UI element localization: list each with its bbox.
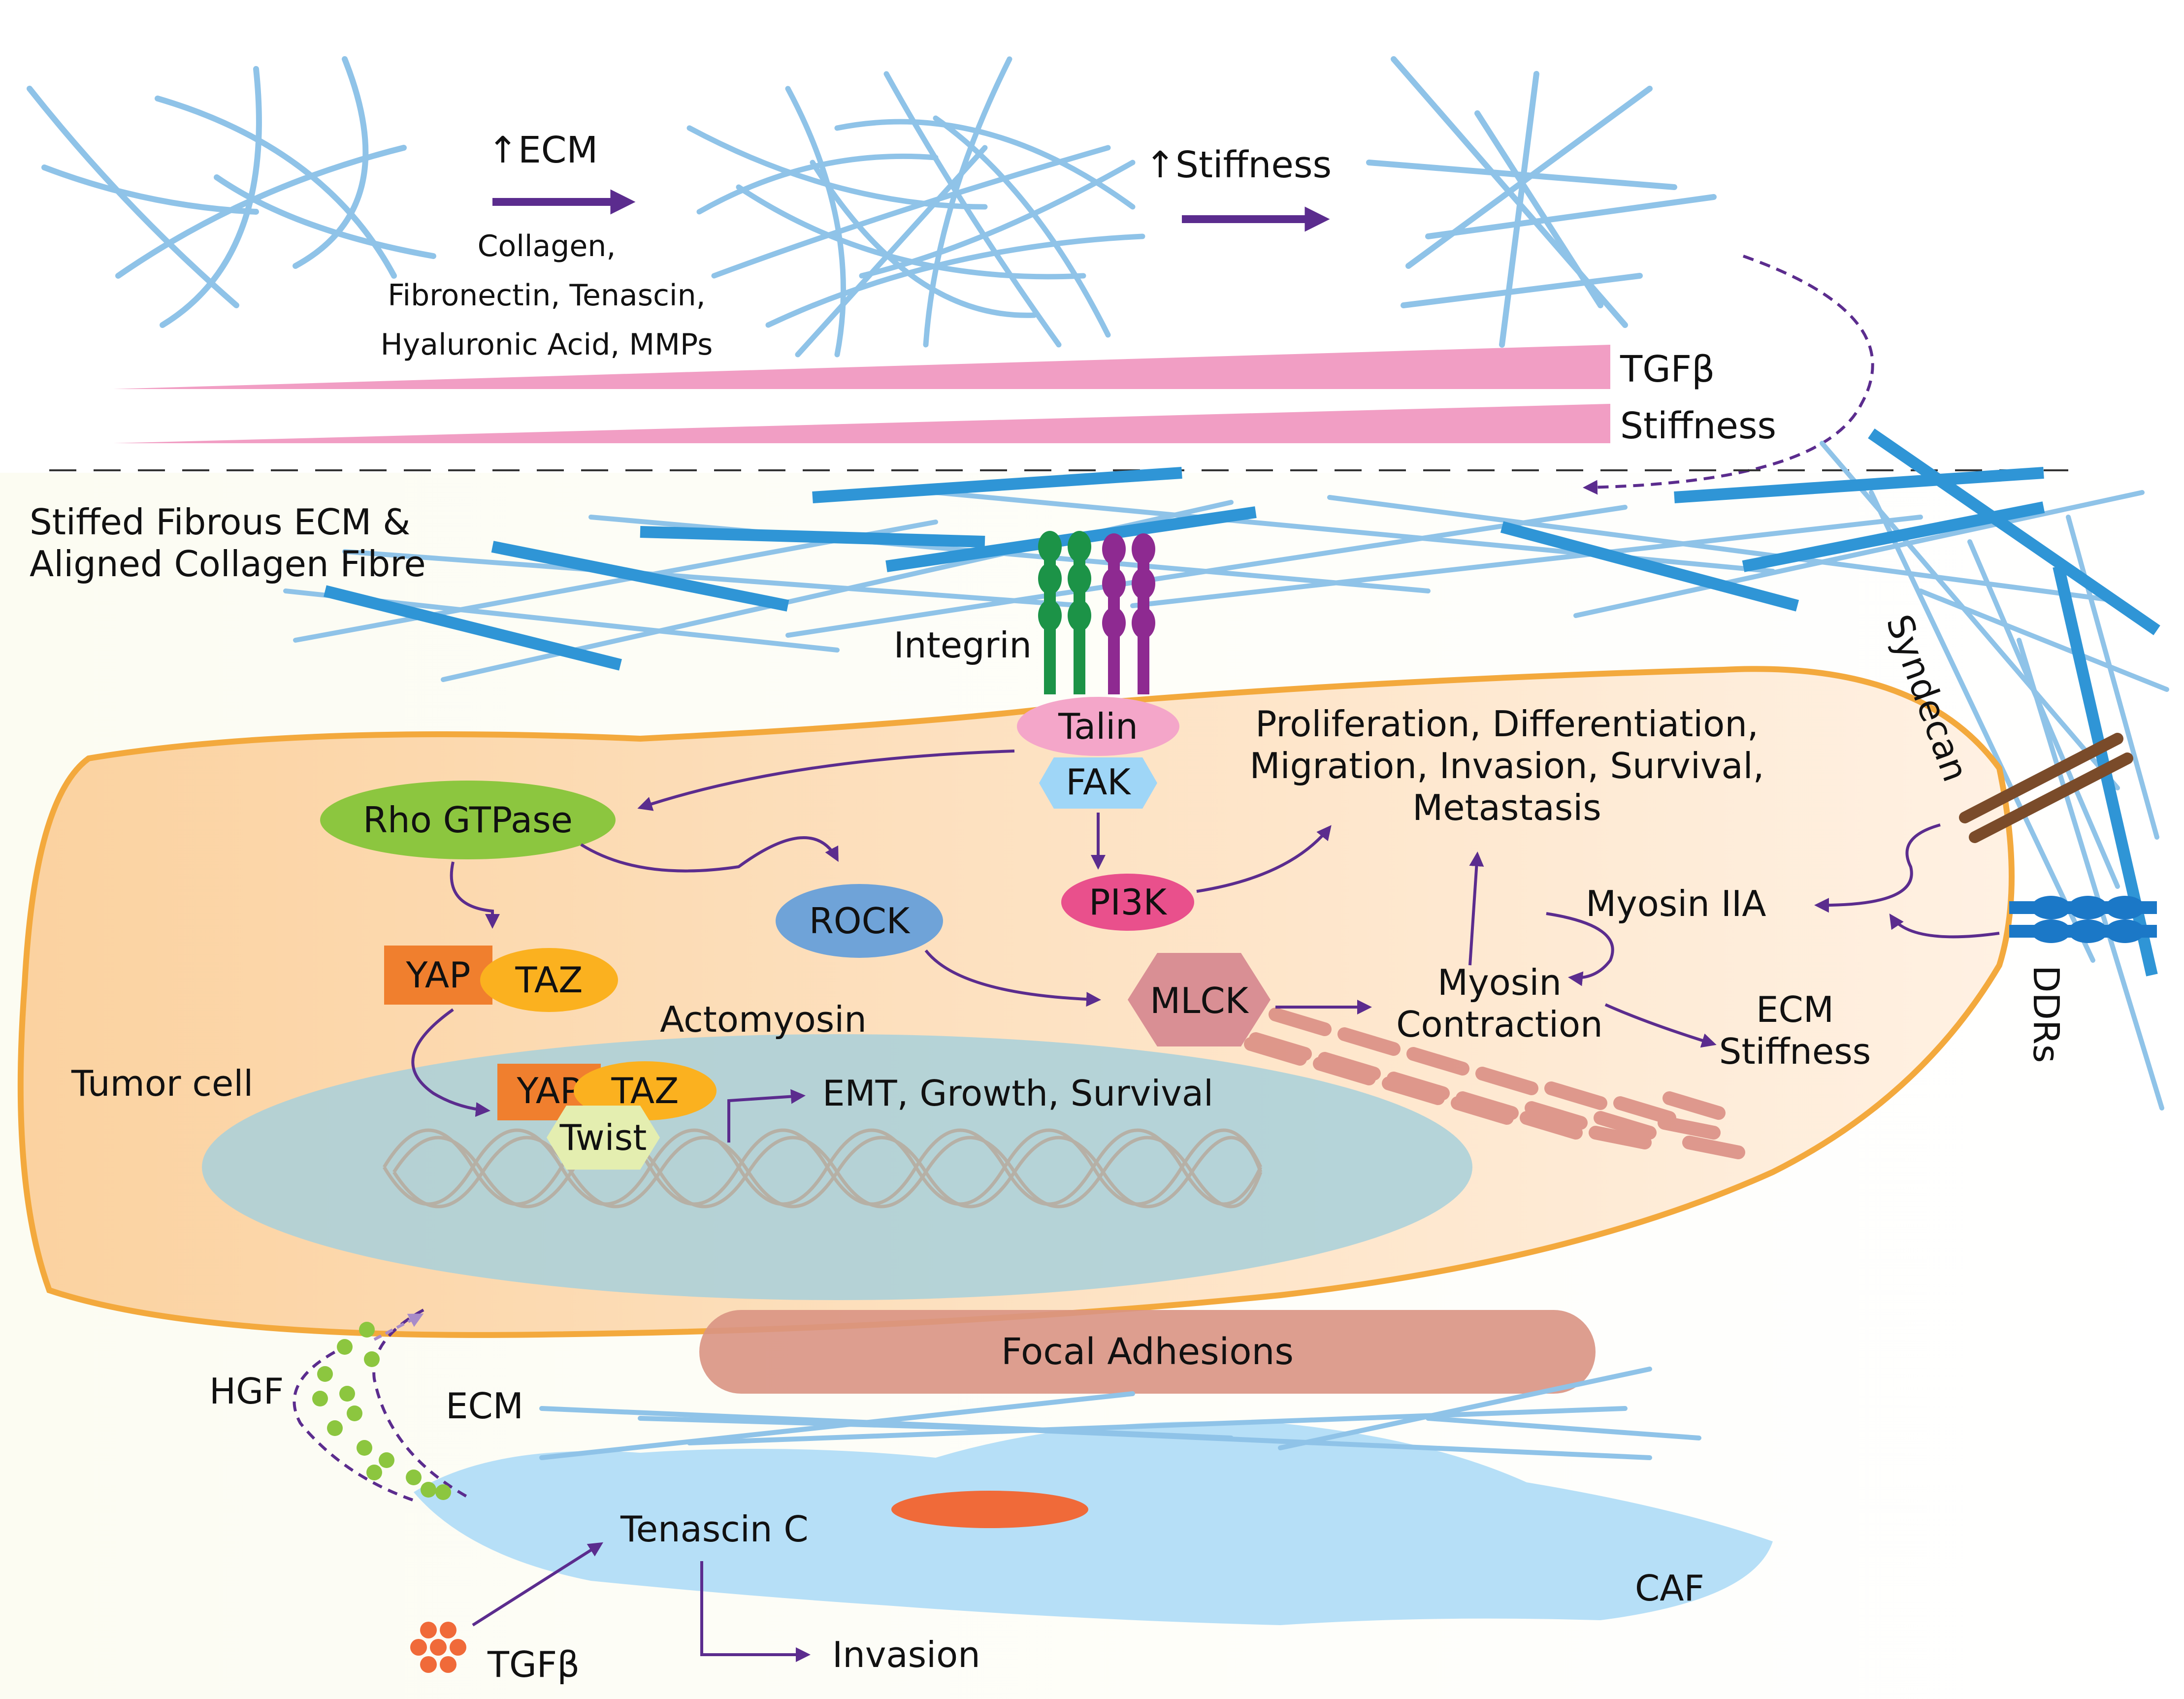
integrin-receptor (1038, 531, 1155, 694)
caf-arrows (472, 1542, 811, 1662)
gradient-label-stiffness: Stiffness (1620, 405, 1776, 447)
rho-gtpase-label: Rho GTPase (363, 799, 573, 841)
arrow-talin-to-rho (637, 750, 1015, 811)
actomyosin-filaments (1175, 988, 1745, 1159)
integrin-label: Integrin (894, 624, 1032, 666)
tgfb-lower-label: TGFβ (487, 1644, 580, 1685)
outcomes-line1: Proliferation, Differentiation, (1255, 703, 1759, 745)
hgf-channel-left (293, 1343, 419, 1503)
ecm-increase-label: ↑ECM (488, 129, 598, 171)
hgf-dots (312, 1322, 451, 1500)
syndecan-receptor (1959, 733, 2133, 843)
arrow-pi3k-to-outcomes (1196, 825, 1332, 893)
arrow-tenascin-to-invasion (700, 1561, 811, 1662)
stiffness-increase-label: ↑Stiffness (1145, 144, 1332, 186)
mlck-label: MLCK (1150, 980, 1249, 1021)
arrow-yap-to-nucleus (411, 1008, 490, 1117)
tenascin-c-label: Tenascin C (620, 1508, 809, 1550)
tumor-cell-label: Tumor cell (71, 1063, 253, 1104)
arrow-contraction-to-ecm-stiffness (1604, 1003, 1717, 1048)
rock-node (776, 884, 943, 958)
yap-label-nucleus: YAP (516, 1070, 581, 1111)
ecm-components-line1: Collagen, (478, 229, 616, 263)
twist-node (547, 1106, 660, 1170)
emt-growth-survival-label: EMT, Growth, Survival (822, 1073, 1213, 1114)
myosin-contraction-line2: Contraction (1396, 1004, 1602, 1045)
myosin-iia-label: Myosin IIA (1586, 883, 1766, 924)
fiber-cluster-stiff (1366, 56, 1717, 348)
hgf-secretion-arrow (373, 1313, 424, 1341)
ecm-lower-label: ECM (446, 1385, 523, 1427)
ecm-stiffness-line2: Stiffness (1719, 1031, 1871, 1072)
arrow-ddr-to-myosin (1889, 914, 2000, 939)
arrow-contraction-to-outcomes (1468, 851, 1484, 966)
ecm-panel-label-line1: Stiffed Fibrous ECM & (30, 501, 410, 543)
fiber-cluster-dense (686, 56, 1145, 358)
fak-node (1039, 757, 1157, 809)
taz-label-nucleus: TAZ (611, 1070, 679, 1111)
myosin-contraction-line1: Myosin (1437, 962, 1562, 1003)
fiber-cluster-sparse (27, 56, 436, 328)
ecm-components-line3: Hyaluronic Acid, MMPs (381, 327, 713, 362)
talin-node (1017, 697, 1179, 756)
focal-adhesions (699, 1310, 1596, 1394)
rho-gtpase-node (320, 781, 616, 859)
ddr-receptor (2009, 896, 2157, 943)
invasion-label: Invasion (832, 1634, 980, 1675)
tgfb-dots (410, 1622, 466, 1673)
focal-adhesions-label: Focal Adhesions (1001, 1331, 1294, 1373)
caf-nucleus (891, 1491, 1088, 1528)
actomyosin-label: Actomyosin (660, 999, 867, 1040)
dna-strands (382, 1128, 1263, 1209)
stiffness-gradient-wedge (113, 404, 1610, 443)
ecm-components-line2: Fibronectin, Tenascin, (388, 278, 705, 313)
arrow-tgfb-to-tenascin (472, 1542, 604, 1627)
yap-node-cytoplasm (384, 946, 492, 1005)
arrow-rho-to-rock (580, 836, 839, 873)
twist-label: Twist (559, 1117, 647, 1158)
outcomes-line3: Metastasis (1412, 787, 1601, 828)
feedback-dashed-arrow (1583, 255, 1874, 495)
ecm-lower-fibers (539, 1367, 1701, 1460)
tgfb-gradient-wedge (113, 345, 1610, 389)
ecm-stiffness-line1: ECM (1756, 989, 1834, 1030)
taz-node-cytoplasm (480, 948, 618, 1012)
arrow-syndecan-to-myosin (1814, 823, 1941, 913)
arrow-rho-to-yap (450, 861, 500, 929)
fak-label: FAK (1066, 761, 1131, 803)
ecm-panel-label-line2: Aligned Collagen Fibre (30, 543, 426, 585)
hgf-channel-right (372, 1308, 469, 1499)
arrow-nucleus-to-emt (727, 1089, 806, 1143)
taz-label-cytoplasm: TAZ (515, 959, 583, 1001)
arrow-myosin-to-contraction (1546, 912, 1614, 986)
pi3k-node (1061, 874, 1194, 931)
talin-label: Talin (1058, 706, 1138, 747)
arrow-rock-to-mlck (924, 949, 1101, 1007)
outcomes-line2: Migration, Invasion, Survival, (1250, 745, 1764, 786)
hgf-label: HGF (209, 1371, 284, 1412)
caf-label: CAF (1635, 1568, 1704, 1609)
ddrs-label: DDRs (2025, 965, 2067, 1063)
gradient-label-tgfb: TGFβ (1620, 348, 1715, 391)
signaling-arrows (411, 750, 2000, 1143)
caf-cell (414, 1421, 1773, 1625)
yap-label-cytoplasm: YAP (405, 954, 470, 996)
rock-label: ROCK (809, 900, 911, 942)
pi3k-label: PI3K (1089, 882, 1167, 923)
mlck-node (1128, 953, 1271, 1046)
